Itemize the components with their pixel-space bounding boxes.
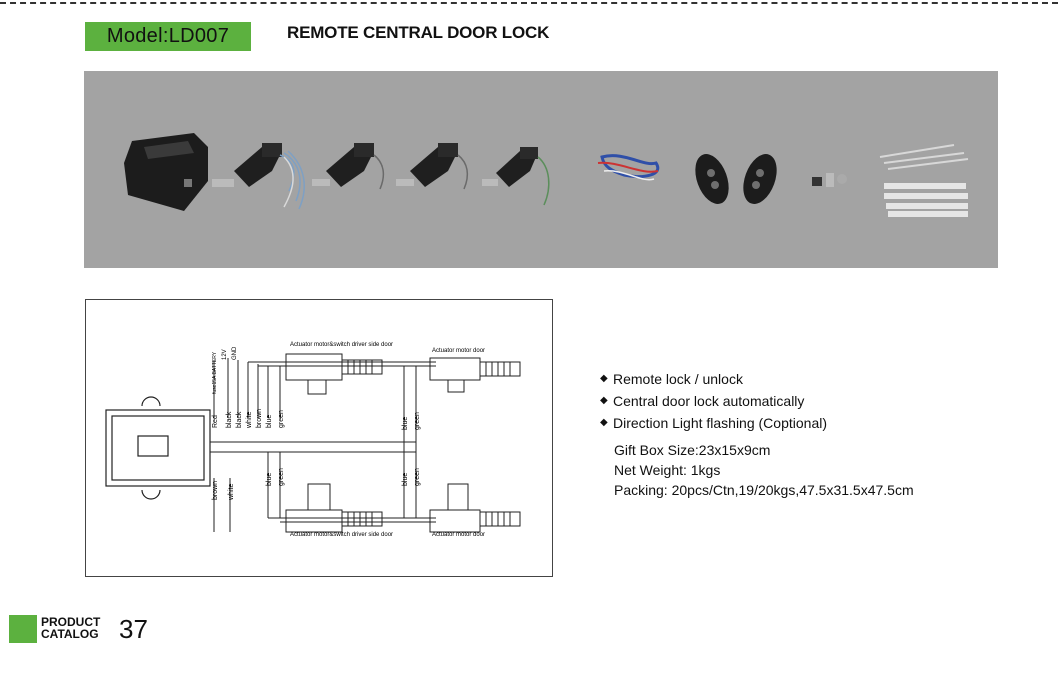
page-number: 37 (119, 614, 148, 644)
wiring-diagram: Actuator motor&switch driver side door A… (85, 299, 553, 577)
mounting-hardware-image (812, 173, 847, 187)
power-label-12v: 12V (222, 349, 228, 360)
power-label-battery: fuse15A BATTERY (212, 351, 218, 394)
diagram-label-bottom-left: Actuator motor&switch driver side door (290, 532, 393, 538)
actuator-image-1 (212, 143, 305, 210)
wire-label: black (226, 411, 233, 428)
diagram-actuator-top-left (285, 353, 383, 395)
wire-label: black (236, 411, 243, 428)
spec-list: Gift Box Size:23x15x9cm Net Weight: 1kgs… (614, 440, 914, 500)
catalog-label: PRODUCT CATALOG (41, 616, 100, 640)
spec-packing: Packing: 20pcs/Ctn,19/20kgs,47.5x31.5x47… (614, 482, 914, 498)
control-module-image (124, 133, 208, 211)
wire-label: green (414, 412, 421, 430)
product-photo (84, 71, 998, 268)
feature-item: ◆ Remote lock / unlock (600, 368, 827, 390)
spec-gift-box: Gift Box Size:23x15x9cm (614, 442, 771, 458)
wire-label: white (246, 412, 253, 429)
wire-label: Red (212, 415, 219, 428)
wire-label: blue (266, 473, 273, 486)
diagram-actuator-bottom-left (285, 483, 383, 533)
wire-label: green (278, 468, 285, 486)
diamond-bullet-icon: ◆ (600, 417, 608, 428)
diagram-label-bottom-right: Actuator motor door (432, 532, 485, 538)
wiring-harness-image (597, 154, 660, 181)
page-title: REMOTE CENTRAL DOOR LOCK (287, 23, 550, 42)
wire-label: blue (402, 473, 409, 486)
wire-label: blue (402, 417, 409, 430)
diagram-control-box (105, 396, 211, 500)
actuator-image-4 (482, 147, 550, 206)
diagram-actuator-top-right (429, 357, 521, 393)
actuator-image-2 (312, 143, 385, 190)
feature-text: Remote lock / unlock (613, 371, 743, 387)
feature-item: ◆ Central door lock automatically (600, 390, 827, 412)
wire-label: green (414, 468, 421, 486)
diamond-bullet-icon: ◆ (600, 373, 608, 384)
catalog-line-1: PRODUCT (41, 615, 101, 629)
wire-label: brown (212, 481, 219, 500)
rods-and-clips-image (879, 144, 969, 217)
remote-fob-image-1 (695, 154, 729, 204)
top-dashed-rule (0, 2, 1058, 4)
spec-net-weight: Net Weight: 1kgs (614, 462, 721, 478)
model-badge: Model:LD007 (85, 22, 251, 51)
diagram-label-top-right: Actuator motor door (432, 348, 485, 354)
feature-text: Central door lock automatically (613, 393, 805, 409)
wire-label: green (278, 410, 285, 428)
wire-label: white (228, 484, 235, 501)
power-label-gnd: GND (232, 346, 238, 360)
wire-label: brown (256, 409, 263, 428)
catalog-green-square (9, 615, 37, 643)
feature-text: Direction Light flashing (Coptional) (613, 415, 827, 431)
feature-list: ◆ Remote lock / unlock ◆ Central door lock… (600, 368, 827, 434)
wire-label: blue (266, 415, 273, 428)
catalog-line-2: CATALOG (41, 627, 99, 641)
diamond-bullet-icon: ◆ (600, 395, 608, 406)
remote-fob-image-2 (743, 154, 777, 204)
diagram-actuator-bottom-right (429, 483, 521, 533)
diagram-label-top-left: Actuator motor&switch driver side door (290, 342, 393, 348)
actuator-image-3 (396, 143, 469, 190)
feature-item: ◆ Direction Light flashing (Coptional) (600, 412, 827, 434)
